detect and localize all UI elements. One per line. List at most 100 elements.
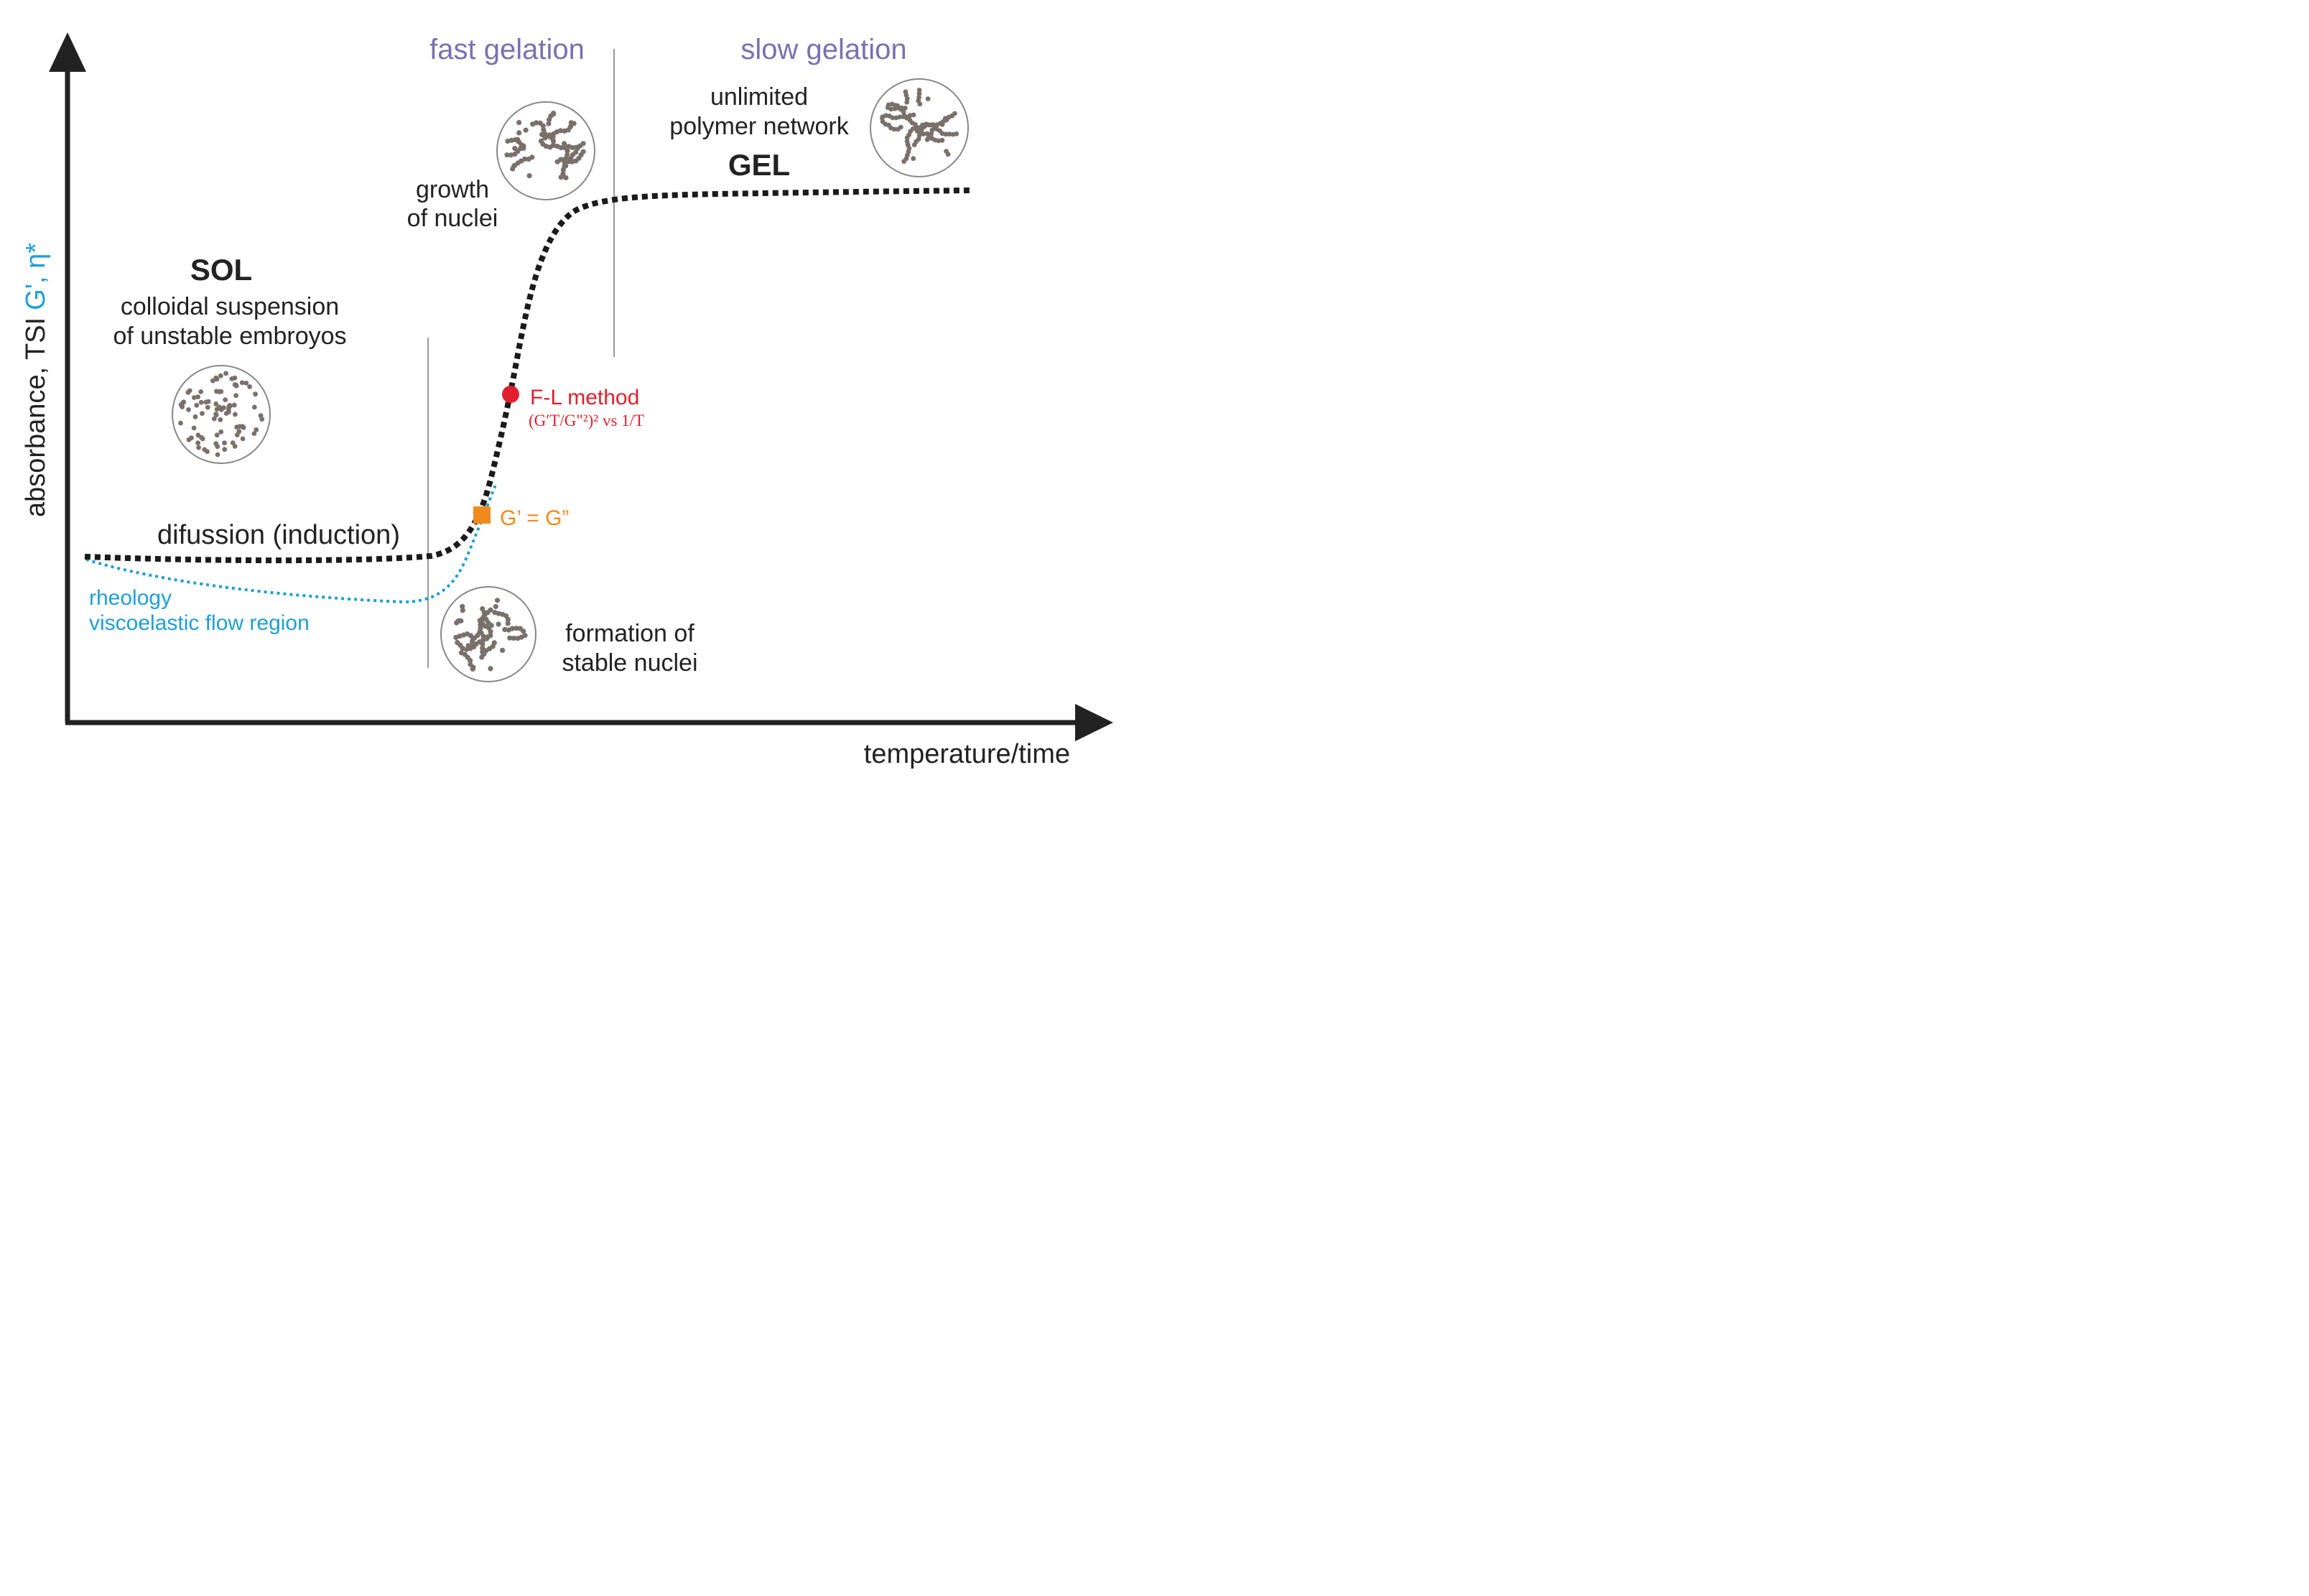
particle [253,391,258,397]
particle [521,628,526,634]
particle [218,373,223,379]
particle [213,412,218,417]
particle [218,429,224,435]
particle [198,389,204,394]
particle [942,116,948,121]
particle [542,135,548,141]
particle [914,126,919,131]
particle [496,611,501,616]
particle [939,122,945,127]
growth-line1: growth [416,176,489,203]
x-axis-label: temperature/time [864,739,1070,769]
particle [565,152,570,157]
particle [480,645,486,651]
particle [505,138,511,144]
particle [488,666,493,672]
particle [453,634,459,641]
particle [496,621,501,627]
particle [514,626,519,631]
fl-method-marker [502,386,519,403]
y-axis-arrowhead [49,32,86,72]
particle [580,141,586,147]
particle [943,131,949,137]
particle [192,414,198,419]
particle [511,163,517,169]
particle [213,375,219,381]
particle [916,91,922,96]
particle [226,409,231,414]
crossover-label: G’ = G” [500,506,569,530]
particle [546,121,552,126]
particle [543,144,549,149]
formation-line1: formation of [565,620,694,647]
particle [563,175,569,181]
particle [251,404,257,410]
diffusion-label: difussion (induction) [157,520,400,550]
particle [550,142,557,148]
particle [515,136,521,142]
particle [486,634,491,640]
particle [903,89,909,95]
particle [205,404,210,410]
sol-circle-outline [172,365,271,464]
particle [939,137,945,143]
particle [899,105,904,111]
particle [560,171,566,177]
sol-particles-illustration [172,365,271,464]
particle [925,96,931,102]
formation-nuclei-illustration [440,586,536,682]
particle [493,603,498,610]
particle [522,633,528,639]
particle [893,115,899,121]
particle [574,144,580,150]
particle [465,643,471,649]
particle [460,603,465,609]
rheology-line1: rheology [89,586,172,610]
particle [526,157,531,162]
particle [904,100,910,105]
particle [911,156,916,162]
particle [229,376,235,381]
particle [911,112,916,118]
y-axis-label-black: absorbance, TSI [21,317,51,517]
particle [504,152,510,158]
particle [895,103,901,108]
particle [218,407,224,412]
particle [215,444,220,450]
particle [186,407,191,412]
particle [945,152,951,157]
particle [191,425,197,431]
formation-line2: stable nuclei [562,649,697,677]
particle [195,394,200,399]
particle [231,402,237,408]
particle [512,146,518,152]
heading-slow-gelation: slow gelation [740,34,906,65]
particle [480,637,486,643]
particle [538,138,544,144]
gel-title: GEL [728,148,790,182]
particle [251,431,257,436]
particle [186,437,192,442]
particle [952,111,957,116]
main-gelation-curve [84,187,972,564]
particle [541,127,547,133]
particle [218,417,223,422]
particle [233,383,239,389]
particle [562,128,567,134]
particle [901,114,906,119]
particle [215,452,220,458]
particle [195,432,201,438]
particle [491,640,497,646]
particle [903,106,908,111]
particle [580,149,586,154]
particle [479,619,485,626]
particle [230,440,236,445]
particle [233,412,238,417]
particle [954,131,960,136]
particle [562,141,567,147]
particle [516,120,522,126]
particle [558,145,564,151]
particle [243,381,249,386]
particle [223,371,228,376]
y-axis-label: absorbance, TSIG', η* [21,243,51,517]
